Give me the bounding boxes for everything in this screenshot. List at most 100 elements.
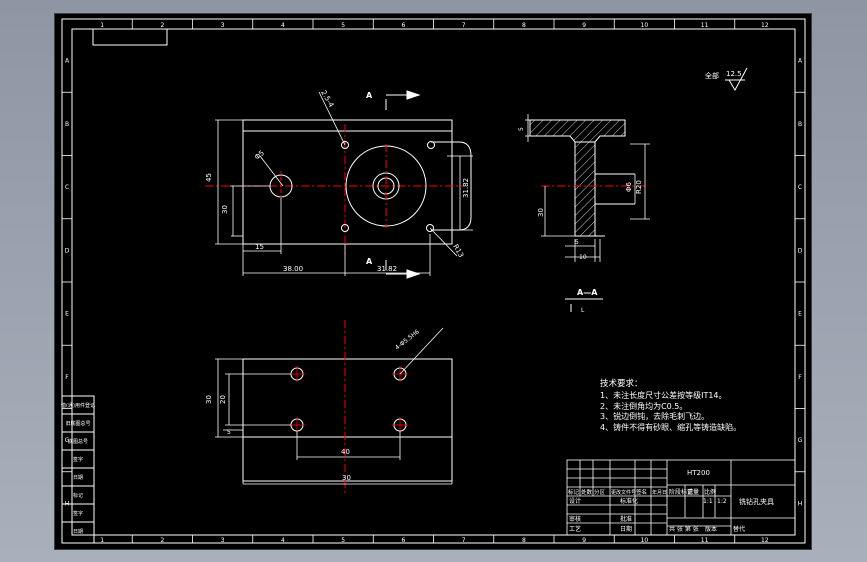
outer-border bbox=[61, 18, 806, 544]
notes-title: 技术要求： bbox=[600, 378, 643, 389]
side-table-label: 签字 bbox=[73, 510, 83, 517]
col-number-top: 6 bbox=[401, 22, 405, 29]
col-number-bottom: 10 bbox=[641, 537, 649, 544]
inner-border bbox=[71, 28, 796, 536]
tb-standard: 标准化 bbox=[620, 497, 638, 505]
col-number-bottom: 7 bbox=[462, 537, 466, 544]
tb-process: 工艺 bbox=[569, 525, 581, 533]
row-letter-right: B bbox=[798, 121, 802, 128]
col-number-bottom: 6 bbox=[401, 537, 405, 544]
side-table-label: 旧底图总号 bbox=[65, 420, 90, 427]
corner-box bbox=[92, 28, 168, 46]
col-number-bottom: 4 bbox=[281, 537, 285, 544]
tb-sheets: 共 张 第 张 bbox=[669, 525, 699, 533]
row-letter-right: H bbox=[798, 500, 803, 507]
svg-text:全部: 全部 bbox=[705, 71, 719, 80]
tb-review: 审核 bbox=[569, 515, 581, 523]
dim-bottom-hole-note: 4-Φ5.5H6 bbox=[394, 328, 421, 351]
side-table-label: 日期 bbox=[73, 475, 83, 481]
dim-bottom-height1: 30 bbox=[205, 395, 213, 404]
dim-bottom-spacing: 40 bbox=[341, 448, 350, 456]
bottom-view: 30 20 5 40 30 4-Φ5.5H6 bbox=[205, 320, 453, 494]
col-number-top: 12 bbox=[761, 22, 769, 29]
row-letter-left: B bbox=[65, 121, 69, 128]
col-number-bottom: 12 bbox=[761, 537, 769, 544]
dim-section-w2: 10 bbox=[579, 254, 587, 261]
small-hole-1 bbox=[341, 141, 349, 149]
col-number-bottom: 5 bbox=[341, 537, 345, 544]
tb-head-5: 签名 bbox=[636, 488, 647, 496]
col-number-bottom: 9 bbox=[582, 537, 586, 544]
tb-material: HT200 bbox=[687, 469, 710, 477]
row-letter-right: D bbox=[798, 247, 803, 254]
section-view: 5 Φ6 R20 30 5 10 A—A L bbox=[518, 114, 650, 314]
tb-head-6: 年月日 bbox=[652, 489, 667, 496]
dim-small-hole: 2.5-4 bbox=[319, 89, 335, 109]
section-top-flange bbox=[529, 119, 626, 143]
tb-part-name: 铣钻孔夹具 bbox=[739, 497, 774, 506]
roughness-symbol: 全部 12.5 bbox=[705, 67, 748, 92]
dim-section-w1: 5 bbox=[575, 239, 579, 246]
title-block-text: HT200 铣钻孔夹具 阶段标记 重量 比例 1:1 1:2 共 张 第 张 版… bbox=[568, 469, 774, 533]
notes-item-3: 3、锐边倒钝，去除毛刺飞边。 bbox=[600, 411, 709, 421]
small-hole-2 bbox=[427, 141, 435, 149]
dim-left-hole-height: 30 bbox=[221, 205, 229, 214]
col-number-bottom: 8 bbox=[522, 537, 526, 544]
roughness-value: 12.5 bbox=[726, 70, 742, 78]
notes-item-2: 2、未注倒角均为C0.5。 bbox=[600, 401, 687, 411]
tb-head-3: 分区 bbox=[594, 488, 606, 496]
section-web bbox=[574, 141, 596, 237]
row-letter-left: D bbox=[65, 247, 70, 254]
tb-head-4: 更改文件号 bbox=[611, 489, 636, 496]
row-letter-left: C bbox=[65, 184, 69, 191]
tb-head-1: 标记 bbox=[568, 488, 580, 496]
col-number-top: 8 bbox=[522, 22, 526, 29]
col-number-bottom: 1 bbox=[100, 537, 104, 544]
side-table-label: 日期 bbox=[73, 529, 83, 535]
row-letter-left: E bbox=[65, 311, 69, 318]
col-number-top: 1 bbox=[100, 22, 104, 29]
tb-replace: 替代 bbox=[733, 525, 745, 533]
col-number-bottom: 3 bbox=[221, 537, 225, 544]
notes-item-4: 4、铸件不得有砂眼、缩孔等铸造缺陷。 bbox=[600, 422, 741, 432]
col-number-top: 9 bbox=[582, 22, 586, 29]
dim-bottom-total: 30 bbox=[342, 474, 351, 482]
tb-weight-label-2: 重量 bbox=[687, 488, 699, 496]
dim-right-height: 31.82 bbox=[462, 178, 470, 198]
tb-scale-value: 1:1 bbox=[703, 498, 713, 505]
dim-left-offset: 15 bbox=[255, 243, 264, 251]
tb-sheet-value: 1:2 bbox=[717, 498, 727, 505]
dim-section-d1: Φ6 bbox=[625, 181, 633, 192]
dim-section-d2: R20 bbox=[635, 180, 643, 194]
col-number-bottom: 11 bbox=[701, 537, 709, 544]
technical-notes: 技术要求： 1、未注长度尺寸公差按等级IT14。 2、未注倒角均为C0.5。 3… bbox=[600, 378, 741, 432]
section-view-title: A—A bbox=[577, 288, 598, 297]
col-number-bottom: 2 bbox=[160, 537, 164, 544]
dim-base-len-1: 38.00 bbox=[283, 265, 303, 273]
title-block bbox=[566, 459, 796, 536]
side-table-label: 签字 bbox=[73, 456, 83, 463]
col-number-top: 7 bbox=[462, 22, 466, 29]
row-letter-right: G bbox=[798, 437, 803, 444]
row-letter-left: G bbox=[65, 437, 70, 444]
row-letter-right: F bbox=[798, 374, 802, 381]
tb-head-2: 处数 bbox=[581, 488, 593, 496]
tb-approve: 批准 bbox=[620, 515, 632, 523]
side-table-label: 标记 bbox=[73, 492, 83, 499]
col-number-top: 10 bbox=[641, 22, 649, 29]
tb-weight-label-1: 阶段标记 bbox=[669, 488, 693, 496]
tb-scale-label: 比例 bbox=[704, 488, 716, 496]
front-view-outline bbox=[242, 119, 453, 245]
row-letter-right: A bbox=[798, 58, 803, 65]
tb-design: 设计 bbox=[569, 497, 581, 505]
bottom-view-outline bbox=[242, 358, 453, 482]
small-hole-3 bbox=[341, 224, 349, 232]
section-label-bottom: A bbox=[366, 257, 373, 266]
tb-version: 版本 bbox=[705, 525, 717, 533]
